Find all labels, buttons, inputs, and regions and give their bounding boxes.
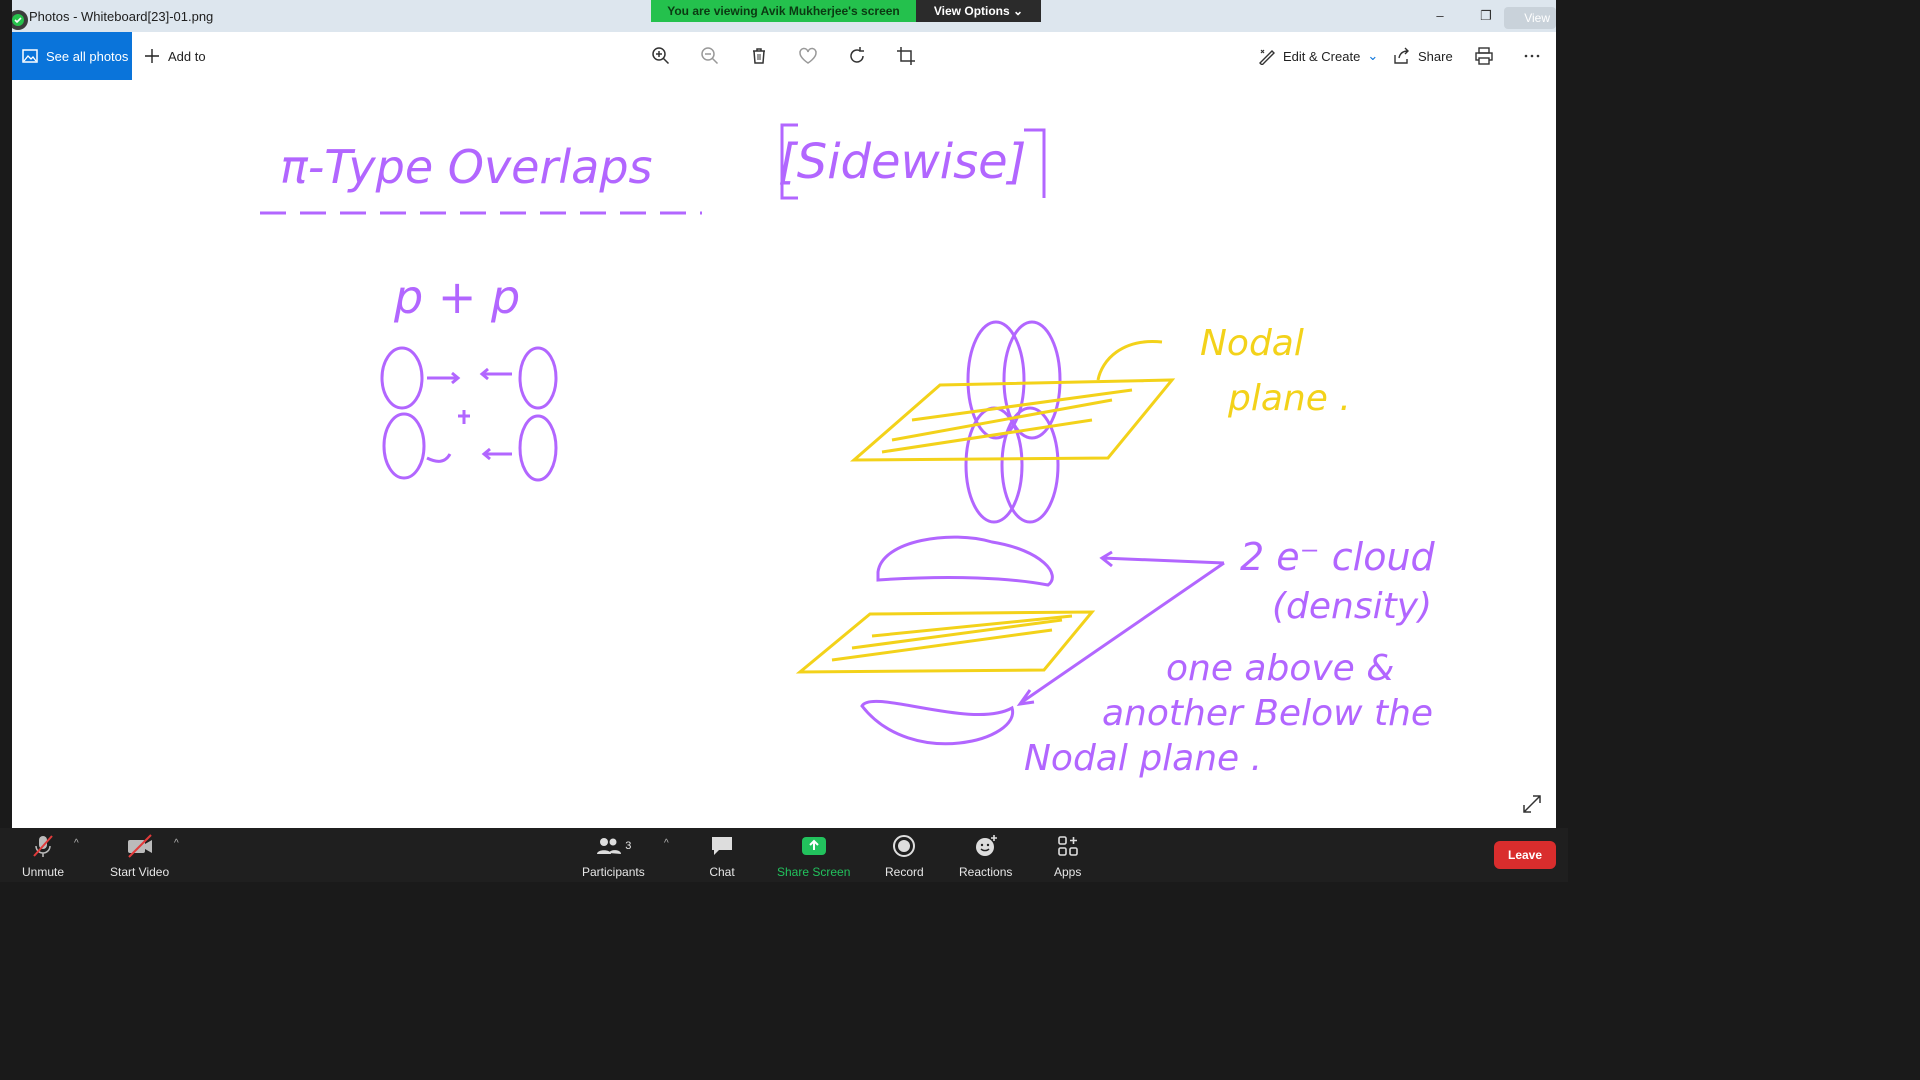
- chat-button[interactable]: Chat: [709, 832, 735, 879]
- meeting-controls-bar: Unmute ^ Start Video ^ 3 Participants ^ …: [0, 828, 1568, 882]
- see-all-photos-button[interactable]: See all photos: [12, 32, 132, 80]
- p-orbitals-overlap: [964, 320, 1062, 524]
- crop-icon[interactable]: [896, 46, 916, 66]
- expand-icon[interactable]: [1522, 794, 1542, 814]
- video-options-caret[interactable]: ^: [174, 838, 179, 849]
- apps-button[interactable]: Apps: [1054, 832, 1081, 879]
- cloud-note-4: another Below the: [1102, 693, 1433, 734]
- leave-label: Leave: [1507, 848, 1543, 862]
- chat-label: Chat: [709, 865, 735, 879]
- share-button[interactable]: Share: [1393, 32, 1453, 80]
- view-button[interactable]: View: [1504, 7, 1556, 29]
- participants-options-caret[interactable]: ^: [664, 838, 669, 849]
- nodal-label-1: Nodal: [1200, 323, 1304, 364]
- chevron-down-icon: ⌄: [1013, 4, 1024, 18]
- electron-clouds: [860, 535, 1225, 746]
- edit-create-label: Edit & Create: [1283, 48, 1361, 64]
- cloud-note-1: 2 e⁻ cloud: [1240, 535, 1436, 579]
- nodal-label-2: plane .: [1227, 378, 1351, 419]
- participants-label: Participants: [582, 865, 645, 879]
- trash-icon[interactable]: [749, 46, 769, 66]
- participants-button[interactable]: 3 Participants: [582, 832, 645, 879]
- p-orbitals-left: [380, 346, 558, 482]
- subheading-text: [Sidewise]: [778, 134, 1026, 190]
- view-options-button[interactable]: View Options ⌄: [916, 0, 1041, 22]
- unmute-label: Unmute: [22, 865, 65, 879]
- share-screen-button[interactable]: Share Screen: [777, 832, 850, 879]
- title-bar: Photos - Whiteboard[23]-01.png You are v…: [12, 0, 1556, 32]
- pp-label: p + p: [393, 270, 520, 324]
- reactions-label: Reactions: [959, 865, 1013, 879]
- heading-text: π-Type Overlaps: [280, 140, 653, 194]
- add-to-button[interactable]: Add to: [144, 32, 206, 80]
- record-button[interactable]: Record: [885, 832, 924, 879]
- rotate-icon[interactable]: [847, 46, 867, 66]
- sharing-message: You are viewing Avik Mukherjee's screen: [651, 0, 916, 22]
- zoom-out-icon[interactable]: [700, 46, 720, 66]
- photo-icon: [22, 49, 38, 63]
- leave-button[interactable]: Leave: [1494, 841, 1556, 869]
- restore-button[interactable]: ❐: [1480, 8, 1492, 23]
- screen-share-banner: You are viewing Avik Mukherjee's screen …: [651, 0, 1041, 22]
- start-video-button[interactable]: Start Video: [110, 832, 169, 879]
- unmute-button[interactable]: Unmute: [22, 832, 64, 879]
- zoom-in-icon[interactable]: [651, 46, 671, 66]
- share-screen-icon: [801, 832, 827, 860]
- photos-toolbar: See all photos Add to Edit & Create ⌄ Sh…: [12, 32, 1556, 80]
- view-options-label: View Options: [933, 4, 1010, 18]
- print-icon[interactable]: [1474, 46, 1494, 66]
- nodal-plane-lower: [795, 610, 1096, 674]
- reactions-icon: [973, 832, 999, 860]
- record-icon: [892, 832, 916, 860]
- plus-icon: [145, 49, 159, 63]
- chevron-down-icon: ⌄: [1367, 48, 1379, 63]
- see-all-photos-label: See all photos: [46, 48, 129, 64]
- record-label: Record: [885, 865, 924, 879]
- cloud-note-2: (density): [1272, 586, 1432, 627]
- participants-icon: 3: [595, 832, 631, 860]
- nodal-plane-upper: [849, 340, 1176, 462]
- share-icon: [1394, 47, 1409, 64]
- reactions-button[interactable]: Reactions: [959, 832, 1012, 879]
- photos-window: Photos - Whiteboard[23]-01.png You are v…: [12, 0, 1556, 828]
- start-video-label: Start Video: [110, 865, 170, 879]
- share-screen-label: Share Screen: [777, 865, 851, 879]
- chat-icon: [709, 832, 735, 860]
- cloud-note-5: Nodal plane .: [1024, 738, 1262, 779]
- edit-create-icon: [1259, 49, 1275, 65]
- video-off-icon: [125, 832, 155, 860]
- apps-icon: [1056, 832, 1080, 860]
- edit-create-button[interactable]: Edit & Create ⌄: [1258, 32, 1378, 80]
- more-icon[interactable]: [1522, 46, 1542, 66]
- shield-check-icon: [12, 10, 28, 30]
- minimize-button[interactable]: –: [1436, 8, 1444, 23]
- bracket-marks: [780, 123, 1046, 200]
- apps-label: Apps: [1054, 865, 1082, 879]
- view-label: View: [1524, 11, 1550, 25]
- add-to-label: Add to: [168, 48, 206, 64]
- whiteboard-drawing: π-Type Overlaps [Sidewise] p + p Nodal p…: [260, 123, 1436, 779]
- cloud-note-3: one above &: [1166, 648, 1394, 689]
- participant-count: 3: [625, 840, 632, 852]
- audio-options-caret[interactable]: ^: [74, 838, 79, 849]
- whiteboard-image: π-Type Overlaps [Sidewise] p + p Nodal p…: [12, 80, 1556, 828]
- share-label: Share: [1418, 48, 1453, 64]
- window-title: Photos - Whiteboard[23]-01.png: [29, 9, 214, 24]
- heart-icon[interactable]: [798, 46, 818, 66]
- mic-muted-icon: [30, 832, 56, 860]
